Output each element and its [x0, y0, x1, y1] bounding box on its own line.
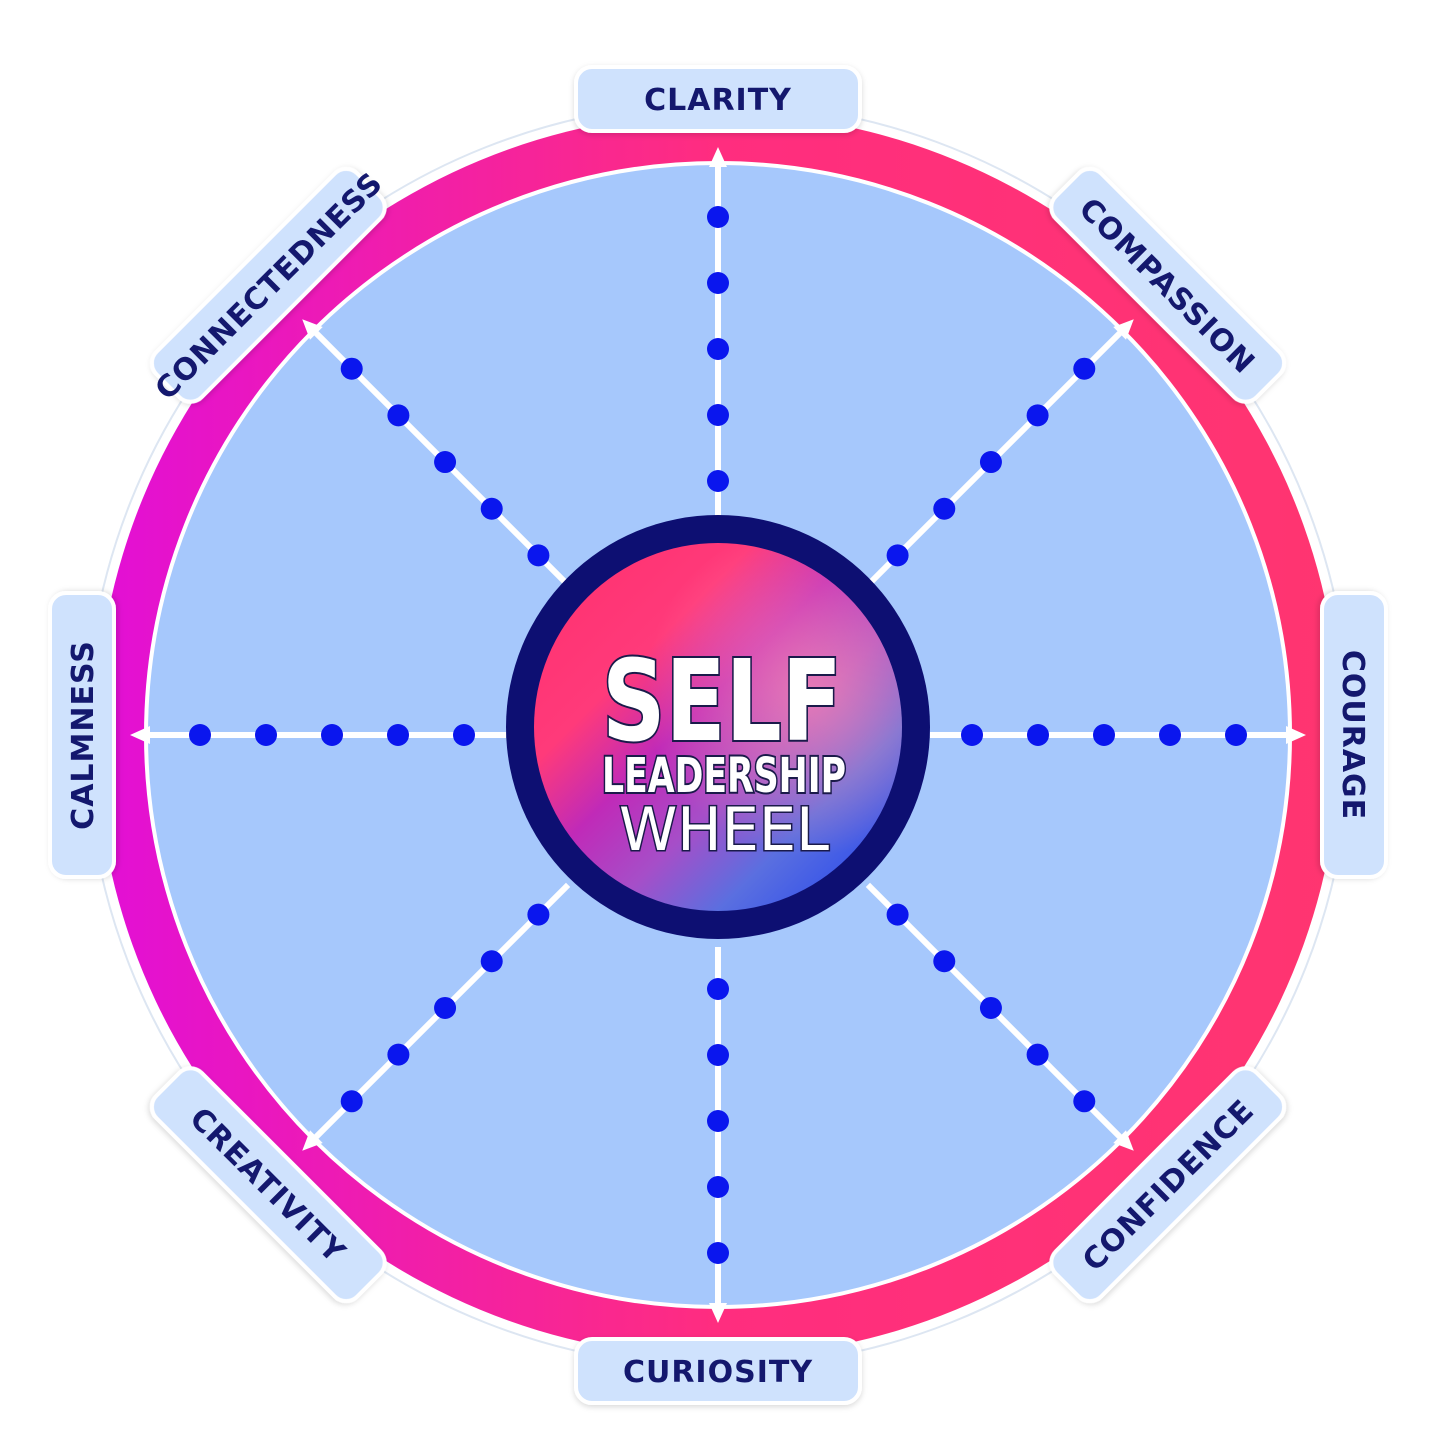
spoke-confidence-dot-4[interactable] — [1026, 1043, 1049, 1066]
label-tab-calmness-text: CALMNESS — [66, 640, 101, 830]
spoke-clarity-dot-5[interactable] — [707, 206, 729, 228]
spoke-creativity-dot-2[interactable] — [480, 950, 503, 973]
spoke-courage-dot-3[interactable] — [1093, 724, 1115, 746]
label-tab-clarity[interactable]: CLARITY — [574, 65, 862, 133]
label-tab-compassion-box — [1049, 166, 1287, 404]
spoke-confidence-dot-3[interactable] — [979, 996, 1002, 1019]
label-tab-confidence-box — [1049, 1066, 1287, 1304]
spoke-confidence-dot-1[interactable] — [886, 903, 909, 926]
spoke-connectedness-arrowhead — [302, 319, 323, 340]
label-tab-courage-box — [1320, 591, 1388, 879]
label-tab-clarity-box — [574, 65, 862, 133]
spoke-compassion-dot-1[interactable] — [886, 544, 909, 567]
spoke-creativity-arrowhead — [302, 1130, 323, 1151]
spoke-calmness-dot-1[interactable] — [453, 724, 475, 746]
title-wheel: WHEEL — [619, 795, 830, 865]
spoke-clarity-dot-3[interactable] — [707, 338, 729, 360]
spoke-confidence-arrowhead — [1113, 1130, 1134, 1151]
label-tab-courage-text: COURAGE — [1335, 650, 1370, 820]
spoke-calmness-arrowhead — [130, 726, 150, 744]
spoke-curiosity-dot-5[interactable] — [707, 1242, 729, 1264]
spoke-clarity-dot-4[interactable] — [707, 272, 729, 294]
spoke-connectedness-dot-4[interactable] — [387, 404, 410, 427]
label-tab-courage[interactable]: COURAGE — [1320, 591, 1388, 879]
title-leadership: LEADERSHIP — [602, 748, 846, 804]
spoke-connectedness-dot-2[interactable] — [480, 497, 503, 520]
title-self: SELF — [602, 637, 842, 767]
spoke-compassion-dot-3[interactable] — [979, 451, 1002, 474]
spoke-curiosity-dot-4[interactable] — [707, 1176, 729, 1198]
spoke-connectedness-dot-3[interactable] — [434, 451, 457, 474]
spoke-courage-dot-5[interactable] — [1225, 724, 1247, 746]
spoke-clarity-dot-2[interactable] — [707, 404, 729, 426]
label-tab-connectedness-box — [149, 166, 387, 404]
spoke-calmness-dot-3[interactable] — [321, 724, 343, 746]
label-tab-creativity-box — [149, 1066, 387, 1304]
spoke-connectedness-dot-5[interactable] — [340, 357, 363, 380]
spoke-calmness-dot-2[interactable] — [387, 724, 409, 746]
spoke-clarity-dot-1[interactable] — [707, 470, 729, 492]
spoke-compassion-arrowhead — [1113, 319, 1134, 340]
spoke-courage-arrowhead — [1286, 726, 1306, 744]
spoke-calmness-dot-5[interactable] — [189, 724, 211, 746]
spoke-confidence-dot-2[interactable] — [933, 950, 956, 973]
spoke-compassion-dot-2[interactable] — [933, 497, 956, 520]
spoke-courage-dot-2[interactable] — [1027, 724, 1049, 746]
label-tab-clarity-text: CLARITY — [644, 83, 792, 118]
spoke-calmness-dot-4[interactable] — [255, 724, 277, 746]
spokes-layer — [130, 147, 1306, 1323]
label-tab-curiosity-text: CURIOSITY — [623, 1355, 813, 1390]
spoke-curiosity-dot-2[interactable] — [707, 1044, 729, 1066]
spoke-curiosity-dot-3[interactable] — [707, 1110, 729, 1132]
spoke-clarity-arrowhead — [709, 147, 727, 167]
spoke-courage-dot-1[interactable] — [961, 724, 983, 746]
label-tab-calmness-box — [48, 591, 116, 879]
spoke-creativity-dot-4[interactable] — [387, 1043, 410, 1066]
hub: SELF LEADERSHIP WHEEL — [506, 515, 930, 939]
label-tab-curiosity[interactable]: CURIOSITY — [574, 1337, 862, 1405]
spoke-creativity-dot-5[interactable] — [340, 1090, 363, 1113]
spoke-curiosity-dot-1[interactable] — [707, 978, 729, 1000]
spoke-courage-dot-4[interactable] — [1159, 724, 1181, 746]
spoke-compassion-dot-5[interactable] — [1073, 357, 1096, 380]
spoke-connectedness-dot-1[interactable] — [527, 544, 550, 567]
label-tab-curiosity-box — [574, 1337, 862, 1405]
hub-glow — [534, 543, 902, 911]
spoke-curiosity-arrowhead — [709, 1303, 727, 1323]
spoke-creativity-dot-1[interactable] — [527, 903, 550, 926]
spoke-confidence-dot-5[interactable] — [1073, 1090, 1096, 1113]
label-tab-calmness[interactable]: CALMNESS — [48, 591, 116, 879]
spoke-compassion-dot-4[interactable] — [1026, 404, 1049, 427]
spoke-creativity-dot-3[interactable] — [434, 996, 457, 1019]
